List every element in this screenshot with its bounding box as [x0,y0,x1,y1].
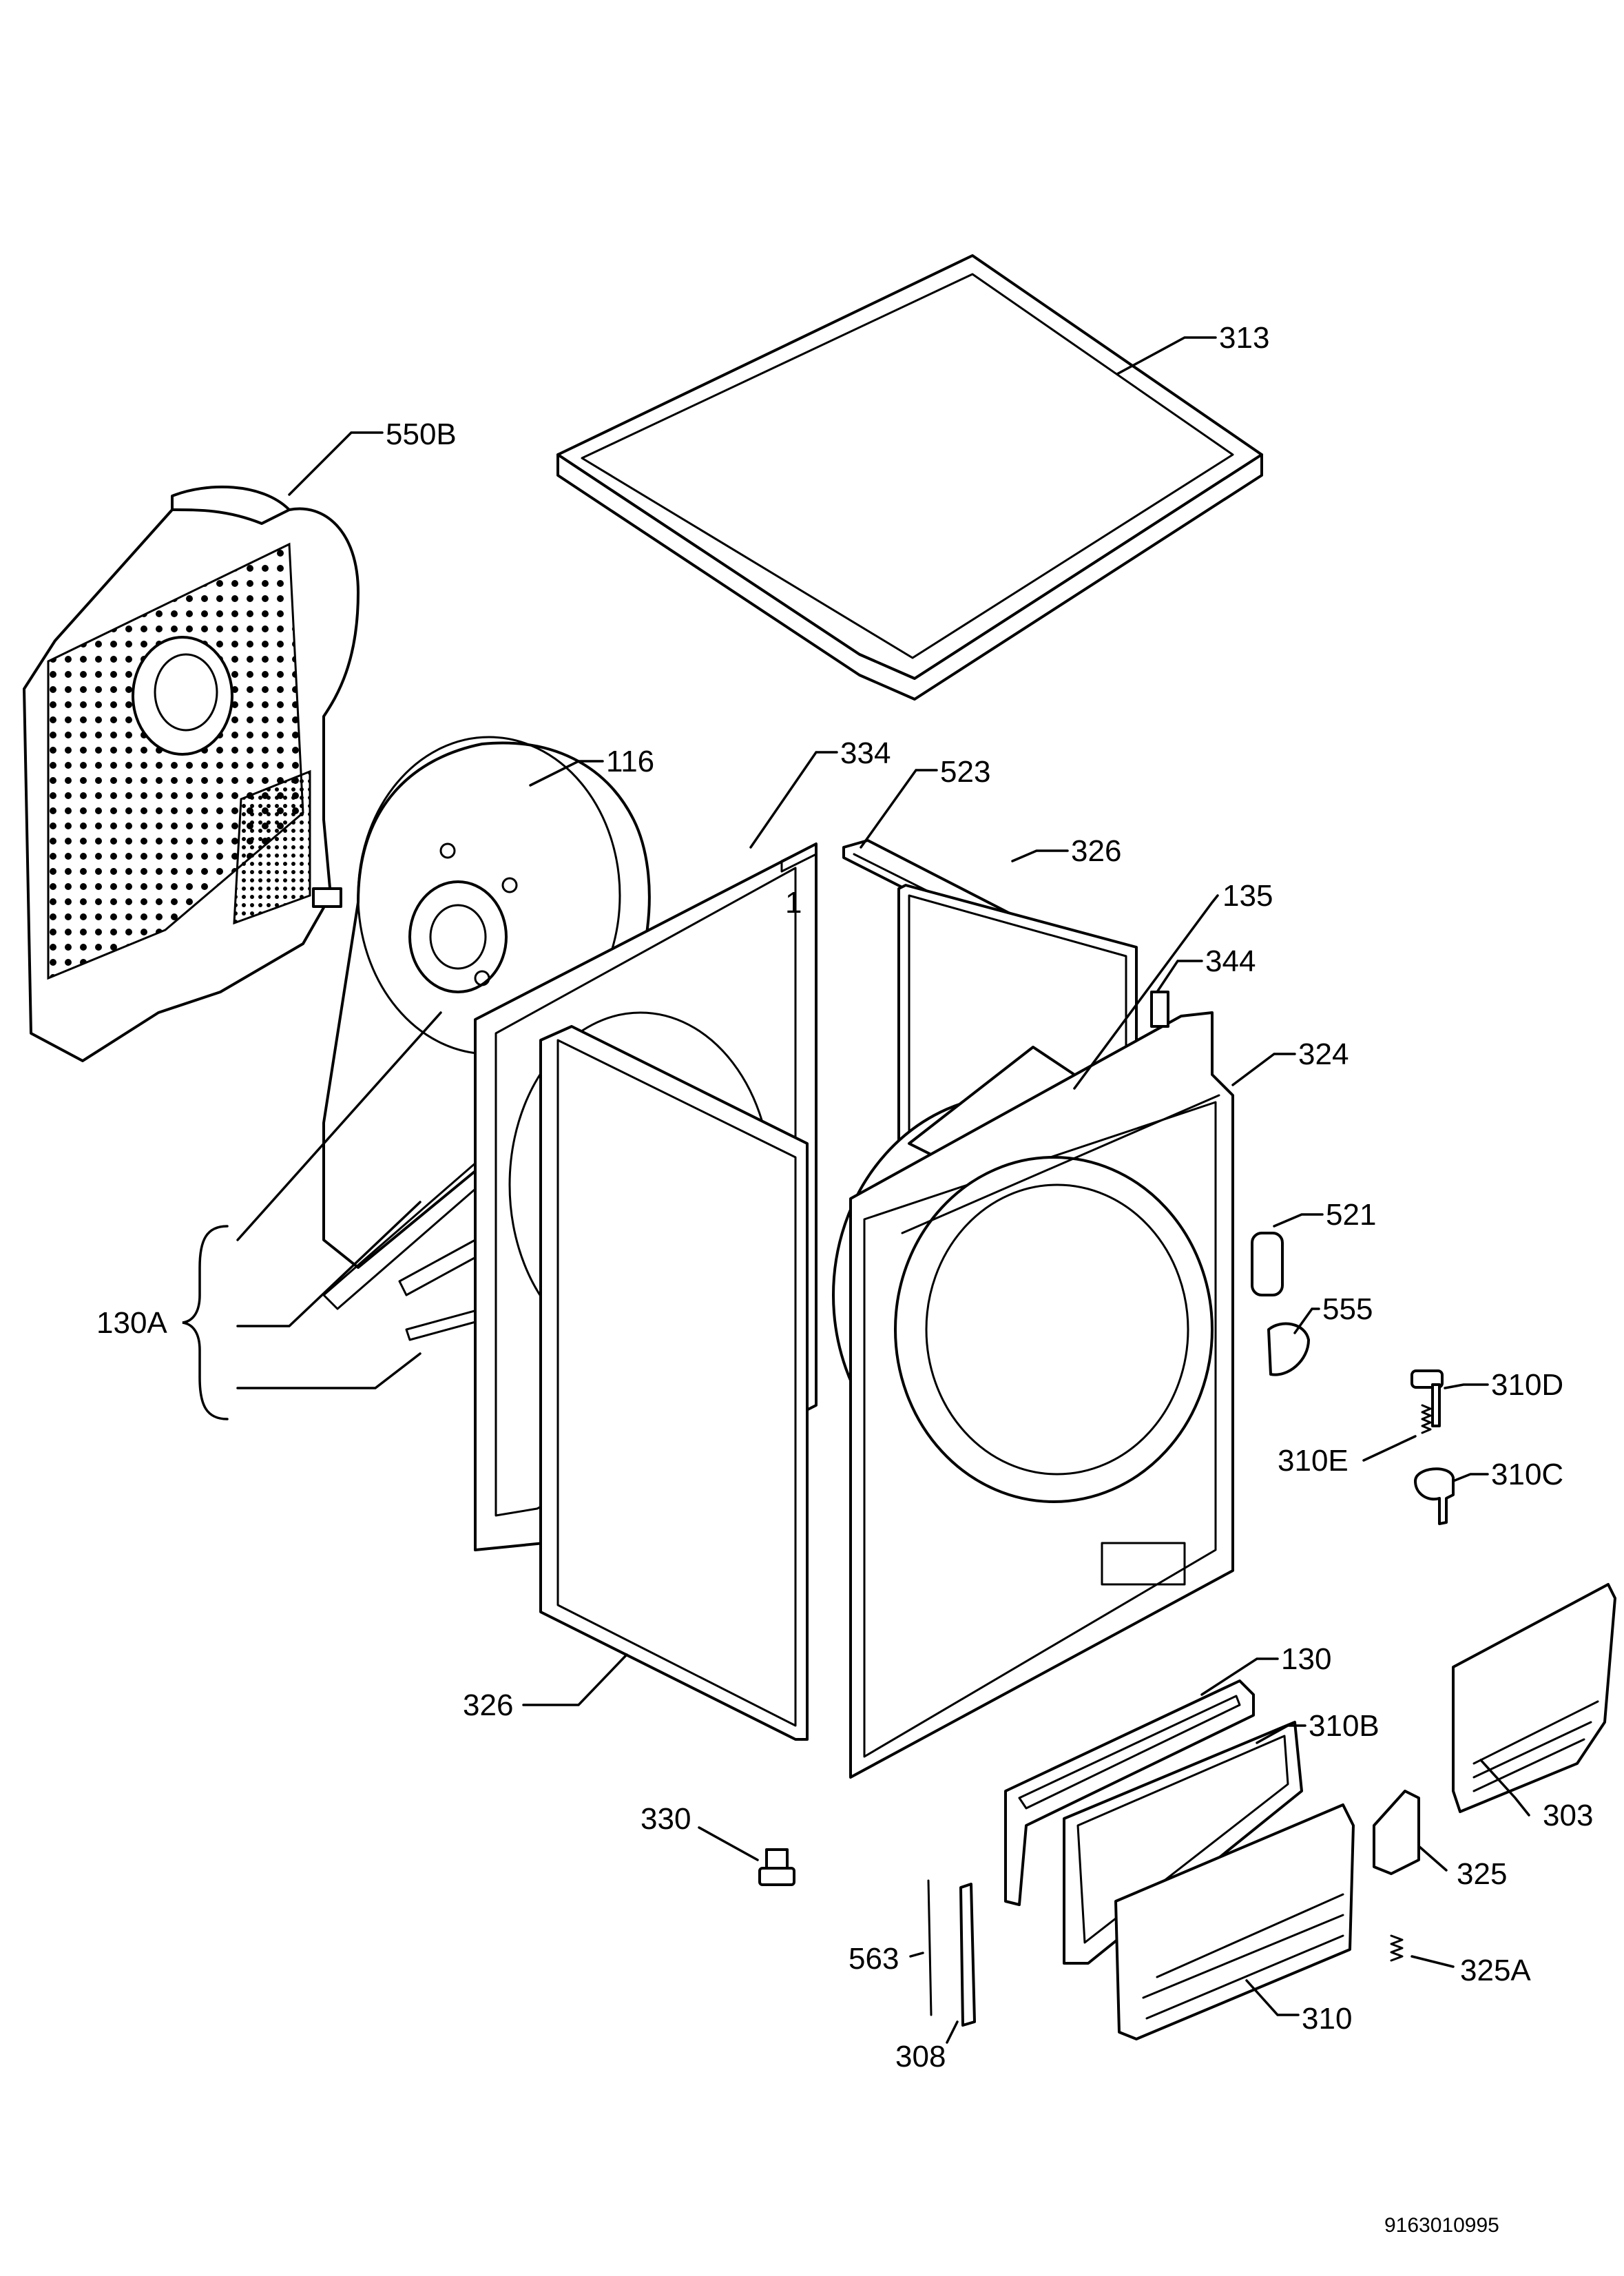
front-panel-part-324 [849,1011,1234,1779]
spring-part-310E [1421,1404,1432,1434]
rear-panel-part-550B [23,485,360,1062]
label-324: 324 [1298,1037,1349,1071]
knob-cover-part-555 [1267,1322,1310,1376]
label-326-top: 326 [1071,834,1121,868]
label-130A: 130A [96,1306,167,1340]
label-310: 310 [1302,2002,1352,2036]
label-555: 555 [1322,1292,1373,1326]
hinge-strip-part-308 [959,1883,976,2027]
label-310D: 310D [1491,1368,1563,1402]
label-326-side: 326 [463,1688,513,1722]
label-130: 130 [1281,1642,1331,1676]
document-number: 9163010995 [1384,2214,1499,2237]
label-330: 330 [641,1802,691,1836]
spring-part-325A [1390,1934,1404,1962]
label-303: 303 [1543,1799,1593,1832]
label-310C: 310C [1491,1458,1563,1491]
leader-lines [182,336,1530,2044]
rod-part-563 [927,1879,933,2016]
label-563: 563 [849,1942,899,1976]
label-116: 116 [606,745,654,778]
foot-part-330 [758,1848,795,1886]
hook-part-310C [1414,1467,1455,1525]
label-344: 344 [1205,944,1256,978]
top-cover-part-313 [556,254,1263,701]
label-313: 313 [1219,321,1269,355]
label-521: 521 [1326,1198,1376,1232]
label-523: 523 [940,755,990,789]
label-135: 135 [1222,879,1273,913]
label-310E: 310E [1278,1444,1349,1478]
side-panel-part-326 [539,1025,809,1741]
label-308: 308 [895,2040,946,2073]
part-labels: 313 550B 116 334 523 326 135 344 324 521… [96,321,1593,2237]
clip-part-344 [1150,991,1169,1028]
svg-text:1: 1 [785,886,802,920]
filter-cover-part-310 [1114,1803,1355,2040]
label-325A: 325A [1460,1954,1531,1987]
side-cover-part-303 [1452,1583,1616,1813]
label-550B: 550B [386,417,457,451]
latch-block-part-325 [1373,1790,1420,1875]
latch-part-310D [1410,1369,1444,1427]
gasket-part-130 [1004,1679,1255,1906]
button-part-521 [1251,1232,1284,1296]
label-325: 325 [1457,1857,1507,1891]
label-310B: 310B [1309,1709,1380,1743]
drum-back-plate-part-116 [322,736,651,1269]
label-334: 334 [840,736,891,770]
